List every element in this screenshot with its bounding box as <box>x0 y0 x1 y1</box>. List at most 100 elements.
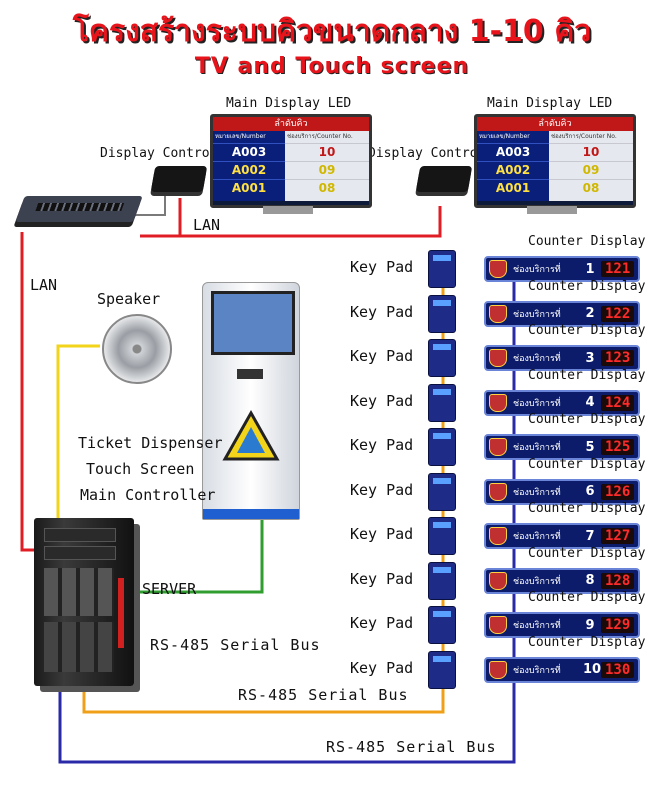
counter-label: ช่องบริการที่ <box>513 265 561 275</box>
tv-stand <box>263 206 313 214</box>
rs485-label-counter: RS-485 Serial Bus <box>326 738 497 756</box>
counter-number: 2 <box>585 306 595 321</box>
speaker-label: Speaker <box>97 290 161 308</box>
counter-label: ช่องบริการที่ <box>513 532 561 542</box>
server-label: SERVER <box>142 580 197 598</box>
counter-queue-number: 125 <box>601 439 635 455</box>
speaker-line <box>56 344 100 530</box>
counter-display: ช่องบริการที่ 5 125 <box>484 434 640 460</box>
counter-queue-number: 121 <box>601 261 635 277</box>
tv-row-number: A001 <box>213 179 285 197</box>
rs485-label-keypad: RS-485 Serial Bus <box>238 686 409 704</box>
counter-number: 1 <box>585 261 595 277</box>
counter-badge-icon <box>489 616 507 634</box>
kiosk-touch-screen <box>211 291 295 355</box>
tv-row-number: A002 <box>213 161 285 179</box>
counter-display-label: Counter Display <box>528 634 646 650</box>
page-subtitle: TV and Touch screen <box>194 54 470 79</box>
tv-row-counter: 08 <box>285 179 369 197</box>
tv-col-number: หมายเลข/Number <box>215 133 266 140</box>
key-pad-label: Key Pad <box>350 391 414 410</box>
lan-label-left: LAN <box>30 276 58 294</box>
counter-display: ช่องบริการที่ 2 122 <box>484 300 640 327</box>
kiosk-line <box>126 520 264 594</box>
tv-row-number: A001 <box>477 179 549 197</box>
key-pad-label: Key Pad <box>350 614 414 632</box>
ticket-dispenser-label: Ticket Dispenser <box>78 434 223 452</box>
counter-label: ช่องบริการที่ <box>513 665 561 676</box>
key-pad-label: Key Pad <box>350 258 414 276</box>
key-pad-icon <box>428 650 456 689</box>
counter-display: ช่องบริการที่ 1 121 <box>484 256 640 282</box>
display-controller-2 <box>415 166 473 192</box>
tv-row-counter: 10 <box>549 143 633 161</box>
counter-badge-icon <box>489 304 507 323</box>
counter-label: ช่องบริการที่ <box>513 309 561 320</box>
counter-queue-number: 123 <box>601 350 635 366</box>
key-pad-label: Key Pad <box>350 302 414 321</box>
display-controller-label-1: Display Controller <box>100 146 241 161</box>
counter-queue-number: 124 <box>601 394 635 411</box>
kiosk-ticket-slot <box>237 369 263 379</box>
counter-number: 3 <box>585 350 595 366</box>
key-pad-label: Key Pad <box>350 658 414 677</box>
counter-badge-icon <box>489 438 507 456</box>
tv-row-number: A003 <box>477 143 549 161</box>
rs485-label-kiosk: RS-485 Serial Bus <box>150 636 321 654</box>
tv-screen-1: ลำดับคิว หมายเลข/Number A003 A002 A001 ช… <box>210 114 372 208</box>
key-pad-icon <box>428 606 456 644</box>
ticket-kiosk <box>202 282 300 520</box>
counter-display-label: Counter Display <box>528 545 646 561</box>
counter-label: ช่องบริการที่ <box>513 443 561 453</box>
counter-display: ช่องบริการที่ 6 126 <box>484 478 640 505</box>
counter-queue-number: 130 <box>601 661 635 678</box>
counter-badge-icon <box>489 571 507 590</box>
tv-col-counter: ช่องบริการ/Counter No. <box>551 133 617 140</box>
counter-queue-number: 122 <box>601 305 635 322</box>
main-display-label-1: Main Display LED <box>226 96 352 111</box>
tv-screen-2: ลำดับคิว หมายเลข/Number A003 A002 A001 ช… <box>474 114 636 208</box>
counter-queue-number: 126 <box>601 483 635 500</box>
counter-badge-icon <box>489 393 507 412</box>
tv-row-counter: 09 <box>549 161 633 179</box>
key-pad-icon <box>428 339 456 377</box>
switch-controller-line <box>130 196 166 216</box>
tv-row-counter: 10 <box>285 143 369 161</box>
kiosk-logo-icon <box>222 409 280 461</box>
counter-queue-number: 129 <box>601 617 635 633</box>
page-title: โครงสร้างระบบคิวขนาดกลาง 1-10 คิว <box>72 14 592 49</box>
counter-number: 4 <box>585 395 595 410</box>
key-pad-label: Key Pad <box>350 436 414 454</box>
counter-display-label: Counter Display <box>528 456 646 472</box>
tv-row-number: A003 <box>213 143 285 161</box>
counter-badge-icon <box>489 482 507 501</box>
counter-number: 7 <box>585 528 595 544</box>
counter-queue-number: 128 <box>601 572 635 589</box>
counter-display-label: Counter Display <box>528 323 646 338</box>
counter-number: 8 <box>585 573 595 588</box>
counter-display-label: Counter Display <box>528 278 646 294</box>
counter-number: 10 <box>583 662 602 677</box>
tv-stand <box>527 206 577 214</box>
lan-line-top <box>140 206 442 238</box>
tv-row-counter: 08 <box>549 179 633 197</box>
lan-label-top: LAN <box>193 216 221 234</box>
tv-row-counter: 09 <box>285 161 369 179</box>
counter-label: ช่องบริการที่ <box>513 621 561 631</box>
key-pad-label: Key Pad <box>350 525 414 543</box>
tv-row-number: A002 <box>477 161 549 179</box>
key-pad-label: Key Pad <box>350 480 414 499</box>
counter-number: 5 <box>585 439 595 455</box>
counter-label: ช่องบริการที่ <box>513 487 561 498</box>
counter-badge-icon <box>489 660 507 679</box>
display-controller-label-2: Display Controller <box>368 146 509 161</box>
counter-number: 6 <box>585 484 595 499</box>
tv-col-number: หมายเลข/Number <box>479 133 530 140</box>
counter-display-label: Counter Display <box>528 590 646 605</box>
key-pad-icon <box>428 561 456 600</box>
counter-label: ช่องบริการที่ <box>513 354 561 364</box>
counter-display: ช่องบริการที่ 3 123 <box>484 345 640 371</box>
